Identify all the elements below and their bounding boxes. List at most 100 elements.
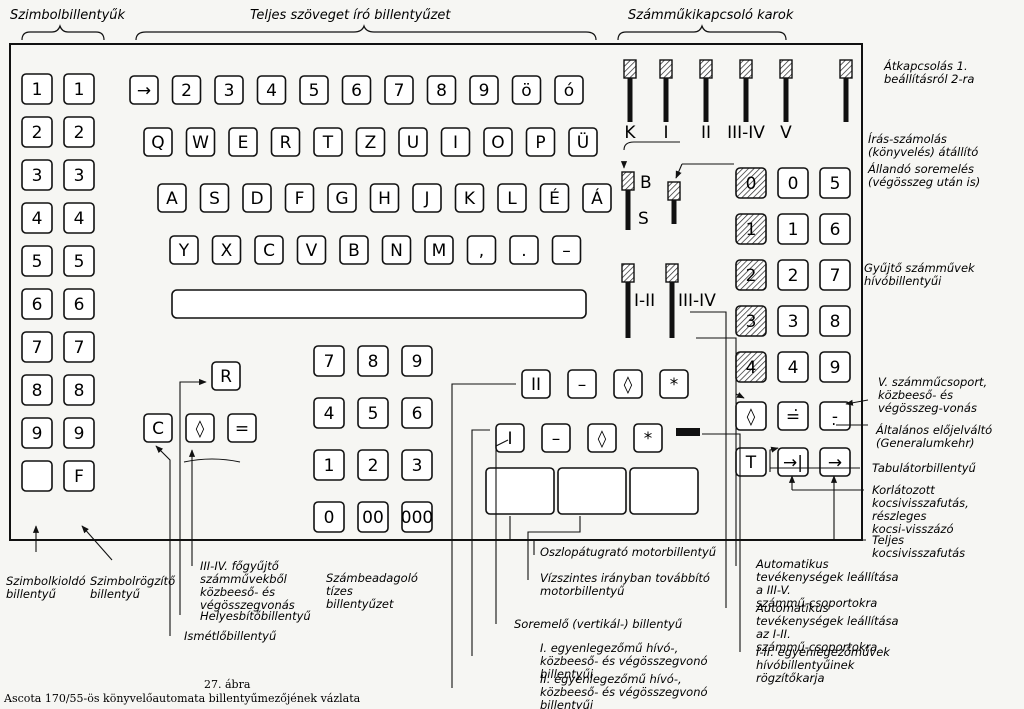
lever-i-ii[interactable] [621,263,635,338]
counter-lever-4[interactable]: III-IV [727,59,765,143]
motor-key-1[interactable] [485,467,555,515]
switch-lever-1-2[interactable] [839,59,853,122]
counter-lever-5[interactable]: V [779,59,793,143]
group-v-equal-key[interactable]: =̇ [777,401,809,431]
symbol-key-right-9[interactable]: 9 [63,417,95,449]
equalizer-ii-key-2[interactable]: – [567,369,597,399]
numpad-key-4-2[interactable]: 00 [357,501,389,533]
collector-key-1-3[interactable]: 5 [819,167,851,199]
symbol-key-left-10[interactable] [21,460,53,492]
collector-key-2-2[interactable]: 1 [777,213,809,245]
number-row-key-2[interactable]: 2 [171,75,202,105]
numpad-key-1-1[interactable]: 7 [313,345,345,377]
letter-key-3-row-y[interactable]: C [254,235,284,265]
clear-key-c[interactable]: C [143,413,173,443]
counter-lever-1[interactable]: K [623,59,637,143]
equalizer-i-key-4[interactable]: * [633,423,663,453]
letter-key-r[interactable]: R [270,127,301,157]
collector-key-4-1[interactable]: 3 [735,305,767,337]
numpad-key-2-3[interactable]: 6 [401,397,433,429]
collector-key-1-2[interactable]: 0 [777,167,809,199]
collector-key-3-3[interactable]: 7 [819,259,851,291]
letter-key-2-row-y[interactable]: X [211,235,242,265]
collector-key-2-1[interactable]: 1 [735,213,767,245]
collector-key-2-3[interactable]: 6 [819,213,851,245]
symbol-key-left-3[interactable]: 3 [21,159,53,191]
symbol-key-left-4[interactable]: 4 [21,202,53,234]
space-bar[interactable] [171,289,587,319]
letter-key-10-row-a[interactable]: É [539,183,570,213]
equalizer-i-key-3[interactable]: ◊ [587,423,617,453]
numpad-key-3-3[interactable]: 3 [401,449,433,481]
letter-key-i[interactable]: I [440,127,471,157]
collector-key-1-1[interactable]: 0 [735,167,767,199]
letter-key-e[interactable]: E [228,127,258,157]
letter-key-11-row-a[interactable]: Á [582,183,612,213]
symbol-key-right-3[interactable]: 3 [63,159,95,191]
collector-key-5-2[interactable]: 4 [777,351,809,383]
numpad-key-4-3[interactable]: 000 [401,501,433,533]
letter-key-1-row-a[interactable]: A [157,183,187,213]
writing-calc-lever[interactable] [621,171,635,230]
symbol-key-right-6[interactable]: 6 [63,288,95,320]
collector-key-4-2[interactable]: 3 [777,305,809,337]
number-row-key-4[interactable]: 4 [256,75,287,105]
numpad-key-2-2[interactable]: 5 [357,397,389,429]
motor-key-2[interactable] [557,467,627,515]
symbol-key-right-1[interactable]: 1 [63,73,95,105]
symbol-key-left-5[interactable]: 5 [21,245,53,277]
numpad-key-1-3[interactable]: 9 [401,345,433,377]
numpad-key-4-1[interactable]: 0 [313,501,345,533]
number-row-key-6[interactable]: 6 [341,75,372,105]
letter-key-2-row-a[interactable]: S [199,183,230,213]
letter-key-z[interactable]: Z [355,127,386,157]
equalizer-ii-key-1[interactable]: II [521,369,551,399]
symbol-key-right-4[interactable]: 4 [63,202,95,234]
collector-equal-key[interactable]: = [227,413,257,443]
symbol-key-right-8[interactable]: 8 [63,374,95,406]
letter-key-8-row-y[interactable]: , [466,235,497,265]
symbol-key-left-8[interactable]: 8 [21,374,53,406]
letter-key-ü[interactable]: Ü [568,127,598,157]
letter-key-5-row-y[interactable]: B [339,235,369,265]
symbol-key-left-6[interactable]: 6 [21,288,53,320]
full-return-key[interactable]: → [819,447,851,477]
letter-key-7-row-a[interactable]: J [412,183,442,213]
number-row-key-7[interactable]: 7 [384,75,414,105]
numpad-key-1-2[interactable]: 8 [357,345,389,377]
collector-key-4-3[interactable]: 8 [819,305,851,337]
symbol-key-right-2[interactable]: 2 [63,116,95,148]
collector-key-3-2[interactable]: 2 [777,259,809,291]
number-row-key-11[interactable]: ó [554,75,584,105]
lever-iii-iv[interactable] [665,263,679,338]
numpad-key-2-1[interactable]: 4 [313,397,345,429]
letter-key-5-row-a[interactable]: G [327,183,357,213]
letter-key-6-row-a[interactable]: H [369,183,400,213]
equalizer-ii-key-4[interactable]: * [659,369,689,399]
symbol-key-right-5[interactable]: 5 [63,245,95,277]
lock-lever-i-ii[interactable] [676,428,700,436]
group-v-diamond-key[interactable]: ◊ [735,401,767,431]
letter-key-9-row-a[interactable]: L [497,183,527,213]
number-row-key-1[interactable]: → [129,75,159,105]
equalizer-i-key-1[interactable]: I [495,423,525,453]
symbol-key-left-7[interactable]: 7 [21,331,53,363]
collector-diamond-key[interactable]: ◊ [185,413,215,443]
letter-key-u[interactable]: U [398,127,428,157]
collector-key-3-1[interactable]: 2 [735,259,767,291]
letter-key-9-row-y[interactable]: . [509,235,539,265]
letter-key-4-row-y[interactable]: V [296,235,327,265]
limited-return-key[interactable]: →| [777,447,809,477]
general-sign-key[interactable]: -̣ [819,401,851,431]
letter-key-3-row-a[interactable]: D [242,183,272,213]
letter-key-1-row-y[interactable]: Y [169,235,199,265]
number-row-key-5[interactable]: 5 [299,75,329,105]
repeat-key-r[interactable]: R [211,361,241,391]
symbol-key-left-1[interactable]: 1 [21,73,53,105]
number-row-key-9[interactable]: 9 [469,75,499,105]
letter-key-o[interactable]: O [483,127,513,157]
letter-key-8-row-a[interactable]: K [454,183,485,213]
equalizer-ii-key-3[interactable]: ◊ [613,369,643,399]
symbol-key-left-9[interactable]: 9 [21,417,53,449]
collector-key-5-3[interactable]: 9 [819,351,851,383]
